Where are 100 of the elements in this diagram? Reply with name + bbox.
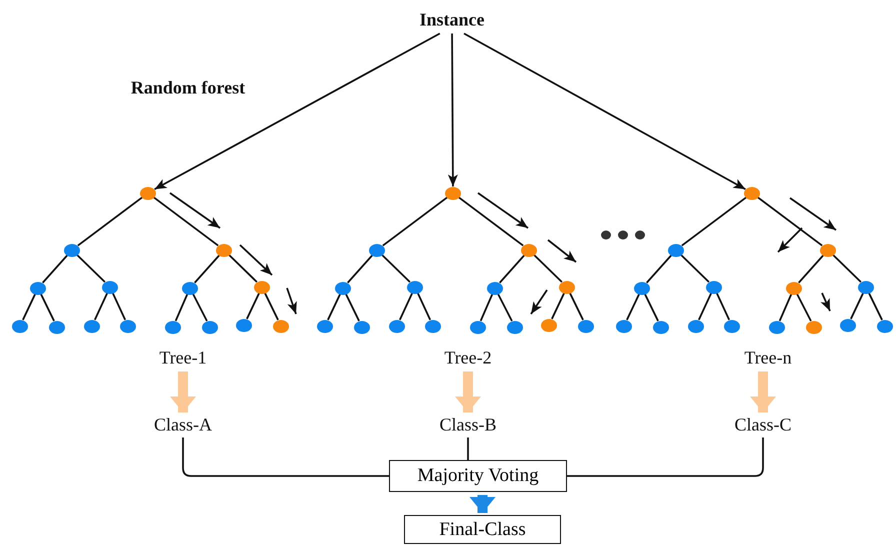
- tree-node-dot: [335, 282, 351, 294]
- tree-node-dot: [769, 320, 785, 334]
- connector-line: [382, 196, 448, 246]
- tree-node-dot: [653, 320, 669, 334]
- tree-node-dot: [216, 244, 232, 256]
- connector-line: [327, 294, 341, 320]
- tree-node-dot: [706, 280, 722, 294]
- arrow: [464, 32, 746, 190]
- tree-label: Tree-2: [444, 348, 492, 368]
- connector-line: [569, 292, 584, 320]
- tree-node-dot: [30, 282, 46, 294]
- tree-node-dot: [559, 280, 575, 294]
- tree-node-dot: [317, 320, 333, 332]
- tree-node-dot: [724, 320, 740, 332]
- connector-line: [194, 254, 220, 284]
- arrow: [154, 32, 440, 190]
- tree-node-dot: [140, 186, 156, 200]
- connector-line: [399, 292, 413, 320]
- connector-line: [499, 254, 525, 284]
- connector-line: [153, 196, 219, 246]
- tree-node-dot: [744, 186, 760, 200]
- diagram-label: Random forest: [130, 78, 246, 98]
- connector-line: [551, 292, 565, 320]
- connector-line: [264, 292, 279, 320]
- connector-line: [757, 196, 823, 246]
- tree-node-dot: [84, 320, 100, 332]
- tree-node-dot: [521, 244, 537, 256]
- tree-node-dot: [786, 282, 802, 294]
- connector-line: [347, 254, 373, 284]
- connector-line: [40, 294, 55, 322]
- tree-node-dot: [578, 320, 594, 332]
- tree-node-dot: [877, 320, 893, 332]
- tree-node-dot: [389, 320, 405, 332]
- tree-node-dot: [425, 320, 441, 332]
- block-arrow: [470, 495, 496, 513]
- connector-line: [798, 254, 824, 284]
- voting-box: Majority Voting: [389, 460, 567, 492]
- connector-line: [94, 292, 108, 320]
- connector-line: [626, 294, 640, 320]
- connector-line: [112, 292, 126, 320]
- instance-title: Instance: [420, 10, 484, 30]
- tree-node-dot: [254, 280, 270, 294]
- tree-node-dot: [202, 320, 218, 334]
- tree-node-dot: [840, 318, 856, 332]
- tree-node-dot: [120, 320, 136, 332]
- connector-line: [22, 294, 36, 320]
- tree-node-dot: [507, 320, 523, 334]
- tree-node-dot: [688, 320, 704, 332]
- tree-label: Tree-n: [744, 348, 792, 368]
- connector-line: [182, 438, 389, 477]
- tree-node-dot: [634, 282, 650, 294]
- arrow: [448, 34, 458, 186]
- connector-line: [644, 294, 659, 322]
- tree-node-dot: [64, 244, 80, 256]
- connector-line: [681, 196, 747, 246]
- class-label: Class-A: [154, 414, 212, 436]
- tree-node-dot: [616, 320, 632, 332]
- result-box: Final-Class: [404, 515, 561, 544]
- tree-node-dot: [102, 280, 118, 294]
- class-label: Class-C: [734, 414, 792, 436]
- connector-line: [680, 254, 710, 283]
- block-arrow: [455, 372, 481, 412]
- connector-line: [832, 254, 862, 283]
- connector-line: [76, 254, 106, 283]
- connector-line: [698, 292, 712, 320]
- tree-node-dot: [806, 320, 822, 334]
- block-arrow: [750, 372, 776, 412]
- tree-node-dot: [182, 282, 198, 294]
- tree-node-dot: [12, 320, 28, 332]
- connector-line: [868, 292, 883, 320]
- connector-line: [382, 254, 410, 283]
- tree-node-dot: [858, 280, 874, 294]
- connector-line: [174, 294, 188, 322]
- tree-node-dot: [273, 320, 289, 332]
- tree-node-dot: [407, 280, 423, 294]
- connector-line: [534, 254, 562, 283]
- tree-node-dot: [236, 318, 252, 332]
- connector-line: [497, 294, 513, 322]
- connector-line: [567, 438, 764, 477]
- connector-line: [796, 294, 812, 322]
- connector-line: [77, 196, 143, 246]
- connector-line: [42, 254, 68, 284]
- connector-line: [480, 294, 494, 322]
- tree-label: Tree-1: [159, 348, 207, 368]
- connector-line: [228, 254, 258, 283]
- tree-node-dot: [470, 320, 486, 334]
- connector-line: [778, 294, 792, 322]
- tree-node-dot: [668, 244, 684, 256]
- connector-line: [246, 292, 260, 320]
- connector-line: [467, 438, 469, 460]
- connector-line: [345, 294, 360, 322]
- connector-line: [646, 254, 672, 284]
- tree-node-dot: [820, 244, 836, 256]
- tree-node-dot: [49, 320, 65, 334]
- block-arrow: [170, 372, 196, 412]
- tree-node-dot: [369, 244, 385, 256]
- tree-node-dot: [487, 282, 503, 294]
- connector-line: [417, 292, 431, 320]
- connector-line: [716, 292, 730, 320]
- connector-line: [458, 196, 524, 246]
